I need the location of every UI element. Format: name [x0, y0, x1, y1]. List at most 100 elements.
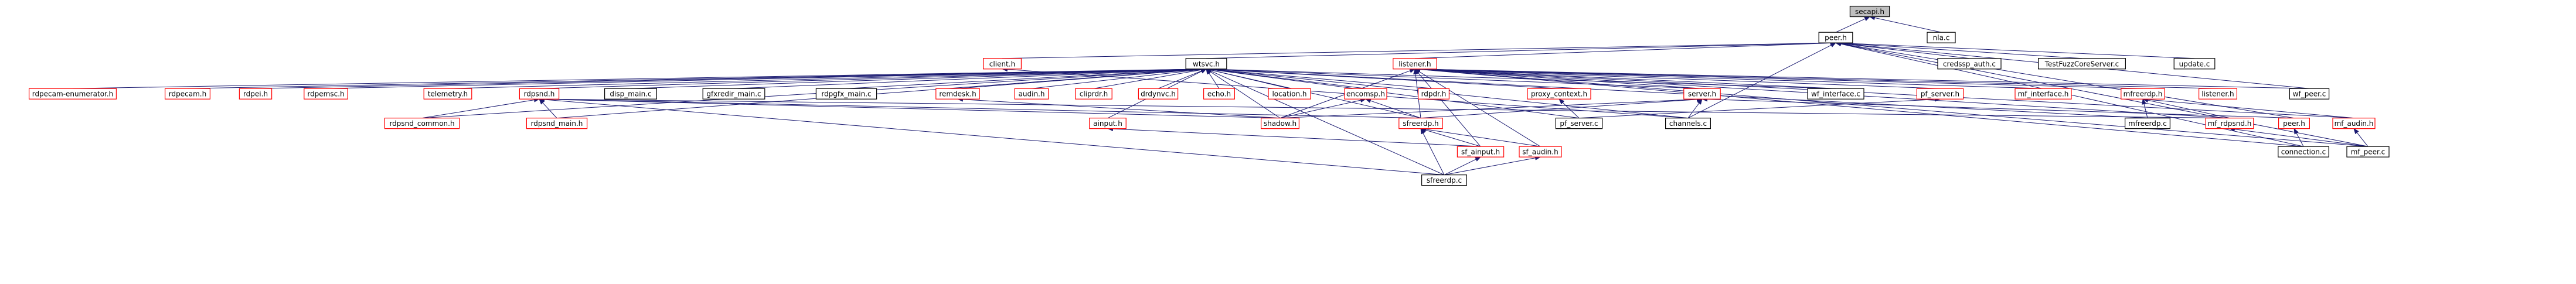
- node-connection-c[interactable]: connection.c: [2278, 146, 2329, 158]
- edge-shadow_h-to-server_h: [1280, 97, 1703, 119]
- node-listener-h2[interactable]: listener.h: [2199, 88, 2238, 100]
- node-peer-h[interactable]: peer.h: [1818, 32, 1853, 43]
- edge-wf_peer_c-to-listener_h: [1414, 66, 2310, 89]
- node-server-h[interactable]: server.h: [1683, 88, 1721, 100]
- node-testfuzzcoreserver-c[interactable]: TestFuzzCoreServer.c: [2038, 58, 2126, 70]
- node-box: [2278, 146, 2329, 158]
- node-mf-interface-h[interactable]: mf_interface.h: [2014, 88, 2072, 100]
- node-mfreerdp-h[interactable]: mfreerdp.h: [2121, 88, 2165, 100]
- node-box: [1344, 88, 1387, 100]
- node-rdpecam-enumerator-h[interactable]: rdpecam-enumerator.h: [28, 88, 117, 100]
- edge-shadow_h-to-remdesk_h: [957, 97, 1281, 119]
- node-box: [1014, 88, 1049, 100]
- node-rdpecam-h[interactable]: rdpecam.h: [165, 88, 211, 100]
- node-sfreerdp-c[interactable]: sfreerdp.c: [1421, 174, 1468, 186]
- edge-rdpemsc_h-to-wtsvc_h: [325, 66, 1207, 89]
- node-mf-peer-c[interactable]: mf_peer.c: [2346, 146, 2390, 158]
- node-label: disp_main.c: [610, 90, 651, 98]
- edge-mfreerdp_c-to-wtsvc_h: [1206, 67, 2148, 119]
- edge-sfreerdp_h-to-rdpsnd_h: [539, 97, 1421, 119]
- edge-server_h-to-wtsvc_h: [1206, 67, 1703, 89]
- edge-peer_h-to-secapi_h: [1835, 16, 1870, 33]
- node-rdpei-h[interactable]: rdpei.h: [239, 88, 273, 100]
- node-pf-server-h[interactable]: pf_server.h: [1916, 88, 1964, 100]
- node-pf-server-c[interactable]: pf_server.c: [1555, 118, 1603, 129]
- node-mf-rdpsnd-h[interactable]: mf_rdpsnd.h: [2205, 118, 2254, 129]
- edge-gfxredir_main_c-to-wtsvc_h: [733, 67, 1207, 89]
- edge-mfreerdp_h-to-listener_h: [1414, 67, 2143, 89]
- node-sfreerdp-h[interactable]: sfreerdp.h: [1398, 118, 1443, 129]
- node-audin-h[interactable]: audin.h: [1014, 88, 1049, 100]
- node-label: mf_peer.c: [2351, 148, 2386, 156]
- node-rdpsnd-h[interactable]: rdpsnd.h: [519, 88, 560, 100]
- node-credssp-auth-c[interactable]: credssp_auth.c: [1937, 58, 2002, 70]
- node-label: sfreerdp.c: [1427, 176, 1462, 184]
- node-label: mfreerdp.h: [2124, 90, 2163, 98]
- edge-update_c-to-peer_h: [1835, 40, 2195, 59]
- node-nla-c[interactable]: nla.c: [1927, 32, 1956, 43]
- node-update-c[interactable]: update.c: [2173, 58, 2216, 70]
- node-gfxredir-main-c[interactable]: gfxredir_main.c: [702, 88, 765, 100]
- node-remdesk-h[interactable]: remdesk.h: [935, 88, 980, 100]
- node-channels-c[interactable]: channels.c: [1665, 118, 1711, 129]
- node-client-h[interactable]: client.h: [982, 58, 1022, 70]
- node-label: pf_server.c: [1560, 119, 1598, 128]
- edge-wtsvc_h-to-peer_h: [1206, 40, 1836, 59]
- node-rdpgfx-main-c[interactable]: rdpgfx_main.c: [815, 88, 877, 100]
- node-sf-audin-h[interactable]: sf_audin.h: [1519, 146, 1562, 158]
- node-rdpemsc-h[interactable]: rdpemsc.h: [304, 88, 348, 100]
- dependency-edges: [72, 15, 2369, 176]
- node-label: ainput.h: [1093, 119, 1122, 128]
- edge-rdpsnd_h-to-wtsvc_h: [539, 67, 1207, 89]
- node-box: [1268, 88, 1311, 100]
- node-label: nla.c: [1933, 34, 1950, 42]
- node-proxy-context-h[interactable]: proxy_context.h: [1527, 88, 1591, 100]
- node-drdynvc-h[interactable]: drdynvc.h: [1138, 88, 1179, 100]
- node-box: [1927, 32, 1956, 43]
- node-wtsvc-h[interactable]: wtsvc.h: [1185, 58, 1227, 70]
- node-wf-interface-c[interactable]: wf_interface.c: [1807, 88, 1864, 100]
- edge-pf_server_c-to-pf_server_h: [1578, 97, 1941, 119]
- edge-rdpdr_h-to-wtsvc_h: [1206, 67, 1434, 89]
- node-label: wf_peer.c: [2293, 90, 2326, 98]
- edge-drdynvc_h-to-wtsvc_h: [1158, 69, 1207, 89]
- node-sf-ainput-h[interactable]: sf_ainput.h: [1457, 146, 1505, 158]
- node-listener-h[interactable]: listener.h: [1393, 58, 1437, 70]
- node-box: [1203, 88, 1236, 100]
- node-cliprdr-h[interactable]: cliprdr.h: [1075, 88, 1112, 100]
- node-rdpsnd-common-h[interactable]: rdpsnd_common.h: [384, 118, 460, 129]
- node-mfreerdp-c[interactable]: mfreerdp.c: [2125, 118, 2171, 129]
- edge-rdpgfx_main_c-to-wtsvc_h: [846, 67, 1207, 89]
- edge-peer_h2-to-server_h: [1702, 97, 2295, 119]
- node-label: rdpecam.h: [169, 90, 206, 98]
- node-wf-peer-c[interactable]: wf_peer.c: [2289, 88, 2330, 100]
- node-shadow-h[interactable]: shadow.h: [1261, 118, 1300, 129]
- edge-server_h-to-listener_h: [1414, 67, 1703, 89]
- node-ainput-h[interactable]: ainput.h: [1089, 118, 1127, 129]
- node-peer-h2[interactable]: peer.h: [2278, 118, 2310, 129]
- node-label: pf_server.h: [1921, 90, 1959, 98]
- node-box: [1393, 58, 1437, 70]
- node-rdpsnd-main-h[interactable]: rdpsnd_main.h: [526, 118, 588, 129]
- node-label: rdpei.h: [243, 90, 268, 98]
- node-label: server.h: [1688, 90, 1716, 98]
- node-secapi-h[interactable]: secapi.h: [1849, 5, 1890, 18]
- node-disp-main-c[interactable]: disp_main.c: [604, 88, 657, 100]
- node-mf-audin-h[interactable]: mf_audin.h: [2332, 118, 2376, 129]
- edge-shadow_h-to-rdpsnd_h: [539, 97, 1281, 119]
- node-label: rdpsnd_common.h: [389, 119, 454, 128]
- edge-mf_peer_c-to-peer_h: [1835, 41, 2369, 147]
- node-encomsp-h[interactable]: encomsp.h: [1344, 88, 1387, 100]
- node-label: rdpsnd.h: [524, 90, 555, 98]
- node-telemetry-h[interactable]: telemetry.h: [423, 88, 472, 100]
- node-echo-h[interactable]: echo.h: [1203, 88, 1236, 100]
- node-rdpdr-h[interactable]: rdpdr.h: [1418, 88, 1450, 100]
- node-box: [2199, 88, 2238, 100]
- node-box: [2346, 146, 2390, 158]
- node-label: rdpgfx_main.c: [821, 90, 871, 98]
- edge-shadow_h-to-wtsvc_h: [1206, 69, 1281, 119]
- node-label: channels.c: [1669, 119, 1707, 128]
- node-location-h[interactable]: location.h: [1268, 88, 1311, 100]
- edge-mf_rdpsnd_h-to-rdpsnd_h: [539, 97, 2230, 119]
- node-box: [304, 88, 348, 100]
